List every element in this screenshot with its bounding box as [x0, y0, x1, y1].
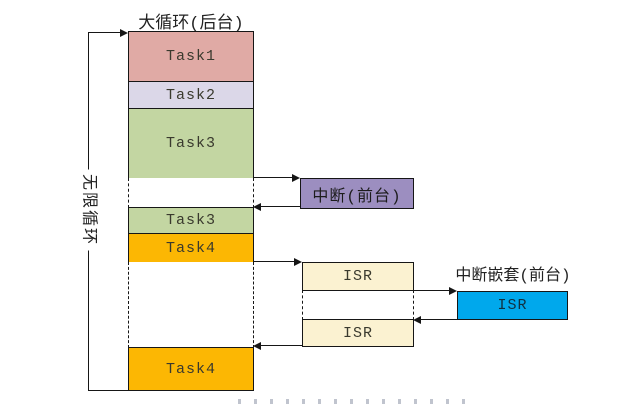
- preempted-gap-isr: [128, 262, 254, 348]
- preempted-gap-interrupt: [128, 178, 254, 208]
- task1-block: Task1: [128, 31, 254, 82]
- nested-isr-return-line: [421, 319, 457, 320]
- caption-fragment: [238, 399, 471, 404]
- infinite-loop-label: 无限循环: [79, 169, 98, 251]
- to-isr-line: [254, 261, 294, 262]
- isr-block-first: ISR: [302, 262, 414, 291]
- task4-block-second: Task4: [128, 347, 254, 391]
- interrupt-return-arrowhead-icon: [253, 203, 261, 211]
- loop-return-line: [88, 390, 129, 391]
- isr-preempted-gap: [302, 290, 414, 320]
- isr-block-second: ISR: [302, 319, 414, 347]
- task3-block-first: Task3: [128, 108, 254, 179]
- loop-entry-line: [88, 32, 120, 33]
- interrupt-return-line: [261, 206, 300, 207]
- interrupt-foreground-block: 中断(前台): [300, 178, 414, 209]
- task2-block: Task2: [128, 81, 254, 109]
- to-interrupt-line: [254, 177, 292, 178]
- to-nested-isr-arrowhead-icon: [449, 287, 457, 295]
- to-interrupt-arrowhead-icon: [292, 174, 300, 182]
- nested-interrupt-title: 中断嵌套(前台): [455, 267, 571, 285]
- background-loop-title: 大循环(后台): [138, 15, 244, 34]
- to-isr-arrowhead-icon: [294, 258, 302, 266]
- task3-block-second: Task3: [128, 207, 254, 234]
- isr-return-line: [261, 345, 302, 346]
- isr-return-arrowhead-icon: [253, 342, 261, 350]
- to-nested-isr-line: [302, 290, 449, 291]
- nested-isr-block: ISR: [457, 291, 568, 320]
- task4-block-first: Task4: [128, 233, 254, 263]
- nested-isr-return-arrowhead-icon: [413, 316, 421, 324]
- loop-entry-arrowhead-icon: [120, 29, 128, 37]
